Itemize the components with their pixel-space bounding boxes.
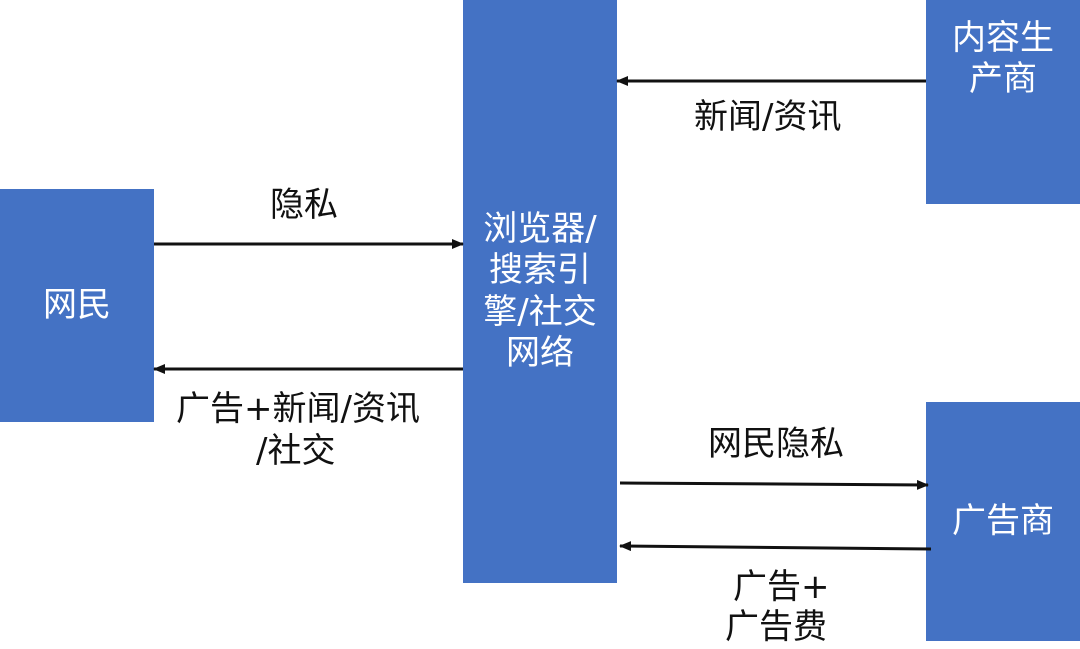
platform-label: 浏览器/搜索引擎/社交网络 — [483, 208, 597, 373]
content-producer-box: 内容生产商 — [926, 0, 1080, 204]
edge-label-ad-fee: 广告费 — [725, 607, 827, 647]
advertiser-box: 广告商 — [926, 402, 1080, 641]
edge-label-privacy: 隐私 — [270, 185, 338, 225]
edge-label-ads-news: 广告+新闻/资讯 — [176, 389, 420, 429]
arrow-platform-to-advertiser — [619, 479, 929, 490]
platform-box: 浏览器/搜索引擎/社交网络 — [463, 0, 617, 583]
edge-label-netizen-privacy: 网民隐私 — [708, 424, 844, 464]
netizen-box: 网民 — [0, 189, 154, 422]
edge-label-ads-plus: 广告+ — [733, 567, 830, 607]
edge-label-social: /社交 — [256, 431, 336, 471]
arrow-advertiser-to-platform — [619, 541, 932, 552]
content-producer-label: 内容生产商 — [952, 18, 1054, 100]
advertiser-label: 广告商 — [952, 500, 1054, 541]
edge-label-news: 新闻/资讯 — [694, 97, 842, 137]
netizen-label: 网民 — [43, 284, 111, 325]
